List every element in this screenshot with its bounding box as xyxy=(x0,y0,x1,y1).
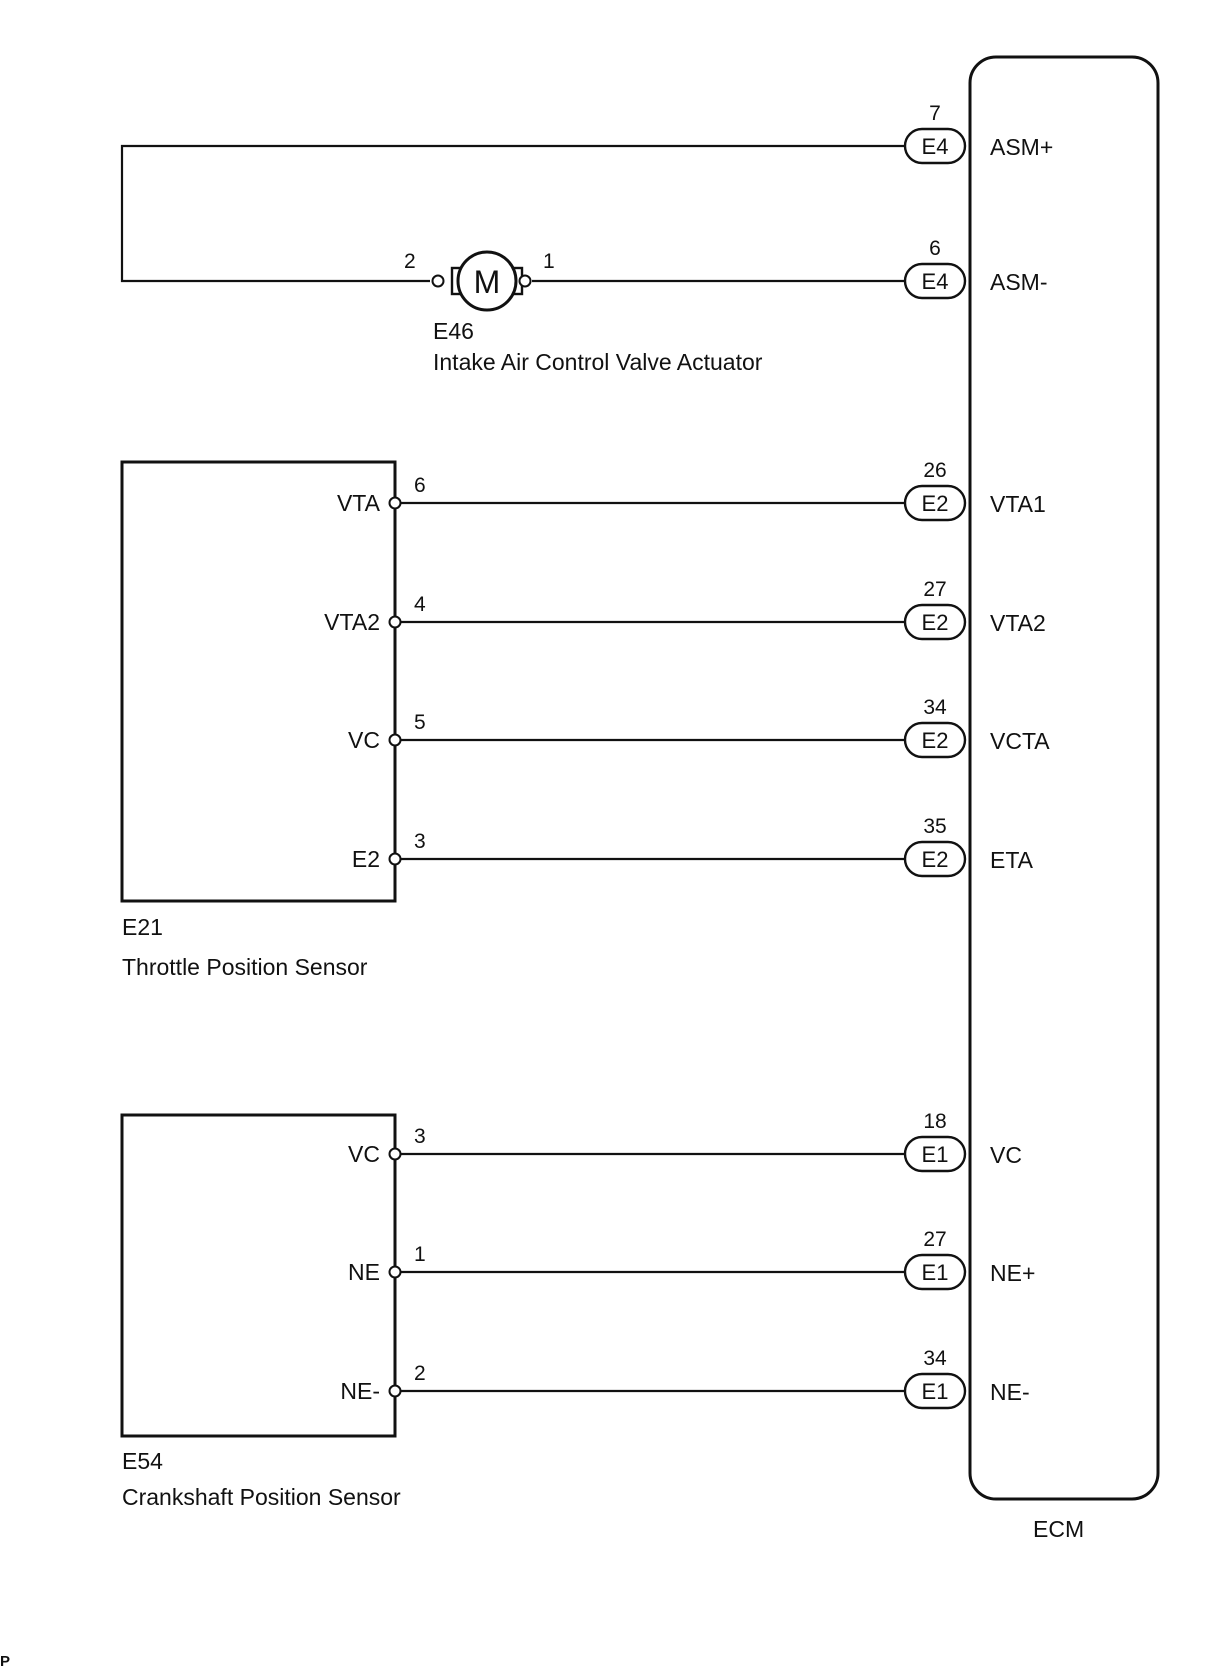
crankshaft-sensor-box xyxy=(120,1113,397,1438)
throttle-sensor-terminal-1: VTA2 4 xyxy=(324,593,905,635)
crankshaft-sensor-terminal-name: VC xyxy=(348,1141,380,1167)
ecm-pin-number: 34 xyxy=(923,1347,947,1370)
crankshaft-sensor-pin-number: 1 xyxy=(414,1243,426,1266)
motor-symbol: M xyxy=(431,250,532,312)
ecm-terminal-name: VC xyxy=(990,1142,1022,1168)
ecm-connector-pill xyxy=(903,1372,967,1410)
ecm-connector-pill xyxy=(903,603,967,641)
ecm-connector-code: E4 xyxy=(922,269,949,294)
ecm-terminal-name: ETA xyxy=(990,847,1034,873)
ecm-connector-pill xyxy=(903,262,967,300)
ecm-pin-number: 34 xyxy=(923,696,947,719)
crankshaft-sensor-terminal-dot xyxy=(388,1147,402,1161)
throttle-sensor-name: Throttle Position Sensor xyxy=(122,954,368,980)
throttle-sensor-terminal-name: VC xyxy=(348,727,380,753)
ecm-terminal-name: NE- xyxy=(990,1379,1030,1405)
crankshaft-sensor-terminal-dot xyxy=(388,1384,402,1398)
ecm-connector-code: E1 xyxy=(922,1379,949,1404)
ecm-connector-code: E2 xyxy=(922,610,949,635)
ecm-terminal-name: VTA1 xyxy=(990,491,1046,517)
ecm-label: ECM xyxy=(1033,1516,1084,1542)
motor-symbol-letter: M xyxy=(474,264,501,300)
ecm-pin-number: 18 xyxy=(923,1110,946,1133)
throttle-sensor-terminal-2: VC 5 xyxy=(348,711,905,753)
ecm-terminal-name: VCTA xyxy=(990,728,1050,754)
crankshaft-sensor-pin-number: 3 xyxy=(414,1125,426,1148)
motor-terminal-2 xyxy=(431,274,445,288)
ecm-connector-pill xyxy=(903,840,967,878)
ecm-connector-code: E1 xyxy=(922,1142,949,1167)
ecm-pin-number: 6 xyxy=(929,237,941,260)
ecm-connector-pill xyxy=(903,721,967,759)
ecm-body xyxy=(968,55,1160,1501)
throttle-sensor-terminal-dot xyxy=(388,733,402,747)
throttle-sensor-terminal-dot xyxy=(388,852,402,866)
ecm-connector-code: E4 xyxy=(922,134,949,159)
throttle-sensor-terminal-name: VTA xyxy=(337,490,381,516)
ecm-connector-code: E2 xyxy=(922,847,949,872)
throttle-sensor-code: E21 xyxy=(122,914,163,940)
crankshaft-sensor-terminal-name: NE xyxy=(348,1259,380,1285)
actuator-code: E46 xyxy=(433,318,474,344)
ecm-connector-pill xyxy=(903,1253,967,1291)
ecm-connector-pill xyxy=(903,1135,967,1173)
ecm-connector-code: E1 xyxy=(922,1260,949,1285)
crankshaft-sensor-code: E54 xyxy=(122,1448,163,1474)
throttle-sensor-pin-number: 4 xyxy=(414,593,426,616)
actuator-pin-left: 2 xyxy=(404,250,416,273)
ecm-pin-number: 35 xyxy=(923,815,946,838)
ecm-terminal-name: ASM+ xyxy=(990,134,1053,160)
crankshaft-sensor-terminal-dot xyxy=(388,1265,402,1279)
actuator-name: Intake Air Control Valve Actuator xyxy=(433,349,763,375)
crankshaft-sensor-terminal-0: VC 3 xyxy=(348,1125,905,1167)
motor-terminal-1 xyxy=(518,274,532,288)
crankshaft-sensor-pin-number: 2 xyxy=(414,1362,426,1385)
ecm-terminal-name: ASM- xyxy=(990,269,1048,295)
throttle-sensor-pin-number: 5 xyxy=(414,711,426,734)
throttle-sensor-box xyxy=(120,460,397,903)
ecm-pin-number: 7 xyxy=(929,102,941,125)
throttle-sensor-terminal-0: VTA 6 xyxy=(337,474,905,516)
throttle-sensor-pin-number: 6 xyxy=(414,474,426,497)
ecm-terminal-name: VTA2 xyxy=(990,610,1046,636)
ecm-connector-pill xyxy=(903,484,967,522)
ecm-connector-code: E2 xyxy=(922,491,949,516)
throttle-sensor-terminal-dot xyxy=(388,615,402,629)
actuator-pin-right: 1 xyxy=(543,250,555,273)
throttle-sensor-terminal-name: VTA2 xyxy=(324,609,380,635)
crankshaft-sensor-terminal-2: NE- 2 xyxy=(340,1362,905,1404)
wire-asm-plus xyxy=(120,144,905,283)
throttle-sensor-terminal-dot xyxy=(388,496,402,510)
throttle-sensor-terminal-name: E2 xyxy=(352,846,380,872)
ecm-pin-number: 27 xyxy=(923,578,946,601)
crankshaft-sensor-terminal-name: NE- xyxy=(340,1378,380,1404)
ecm-pin-number: 26 xyxy=(923,459,946,482)
crankshaft-sensor-terminal-1: NE 1 xyxy=(348,1243,905,1285)
footer-mark: P xyxy=(0,1653,10,1668)
throttle-sensor-pin-number: 3 xyxy=(414,830,426,853)
ecm-terminal-name: NE+ xyxy=(990,1260,1035,1286)
ecm-pin-number: 27 xyxy=(923,1228,946,1251)
throttle-sensor-terminal-3: E2 3 xyxy=(352,830,905,872)
ecm-connector-code: E2 xyxy=(922,728,949,753)
crankshaft-sensor-name: Crankshaft Position Sensor xyxy=(122,1484,401,1510)
ecm-connector-pill xyxy=(903,127,967,165)
ecm-connector-pins: E47ASM+E46ASM-E226VTA1E227VTA2E234VCTAE2… xyxy=(903,102,1053,1410)
